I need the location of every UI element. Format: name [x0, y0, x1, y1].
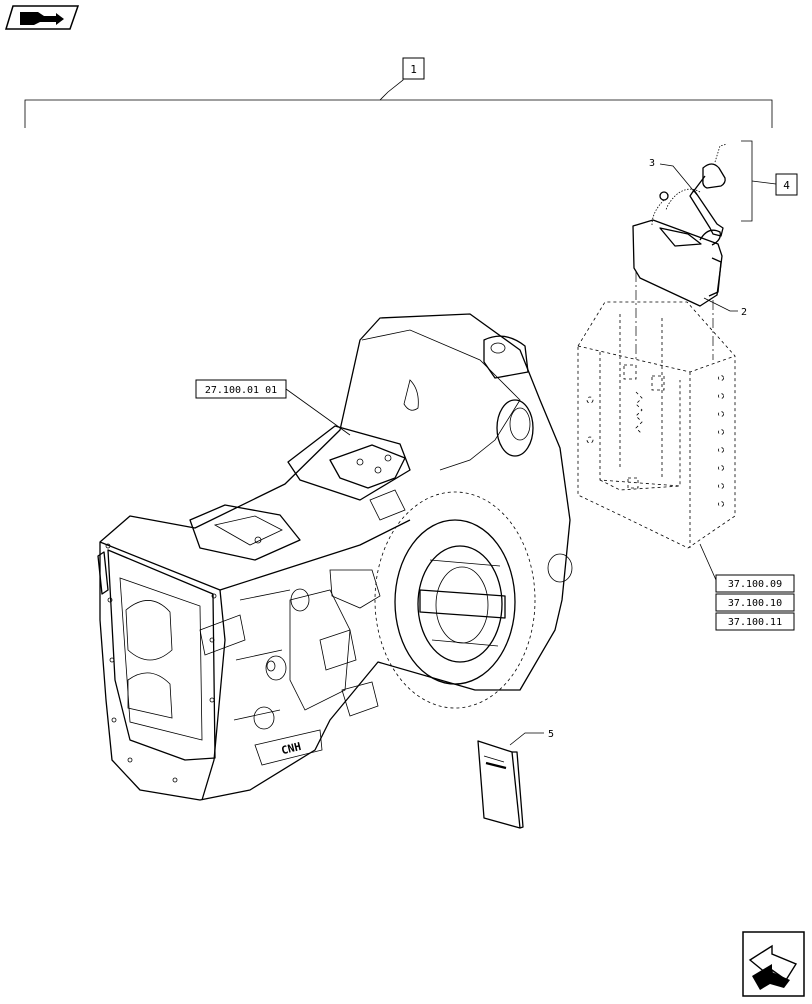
callout-1[interactable]: 1 [402, 57, 425, 80]
svg-text:37.100.09: 37.100.09 [728, 579, 782, 590]
reference-37-100-10[interactable]: 37.100.10 [715, 593, 795, 612]
svg-text:37.100.10: 37.100.10 [728, 598, 782, 609]
hitch-ref-leader [699, 543, 717, 581]
kit-leader [751, 180, 777, 185]
reference-37-100-11[interactable]: 37.100.11 [715, 612, 795, 631]
svg-text:1: 1 [410, 63, 417, 76]
callout-5[interactable]: 5 [548, 729, 554, 740]
reference-27-100-01-01[interactable]: 27.100.01 01 [195, 379, 287, 399]
svg-text:27.100.01 01: 27.100.01 01 [205, 385, 277, 396]
next-page-arrow-icon[interactable] [742, 931, 805, 997]
callout-4[interactable]: 4 [775, 173, 798, 196]
pin-chain [651, 199, 665, 226]
svg-text:4: 4 [783, 179, 790, 192]
svg-text:37.100.11: 37.100.11 [728, 617, 782, 628]
callout-3[interactable]: 3 [649, 158, 655, 169]
book-pointer-icon[interactable] [4, 5, 80, 30]
reference-37-100-09[interactable]: 37.100.09 [715, 574, 795, 593]
assembly-bracket [24, 69, 773, 128]
svg-text:CNH: CNH [280, 740, 302, 757]
rear-axle-housing: CNH [97, 313, 573, 801]
callout-2[interactable]: 2 [741, 307, 747, 318]
operators-manual[interactable]: 5 [477, 729, 554, 829]
clevis-drawbar[interactable]: 2 [632, 219, 747, 318]
kit-bracket [741, 140, 753, 222]
hitch-guide-frame [577, 301, 736, 549]
